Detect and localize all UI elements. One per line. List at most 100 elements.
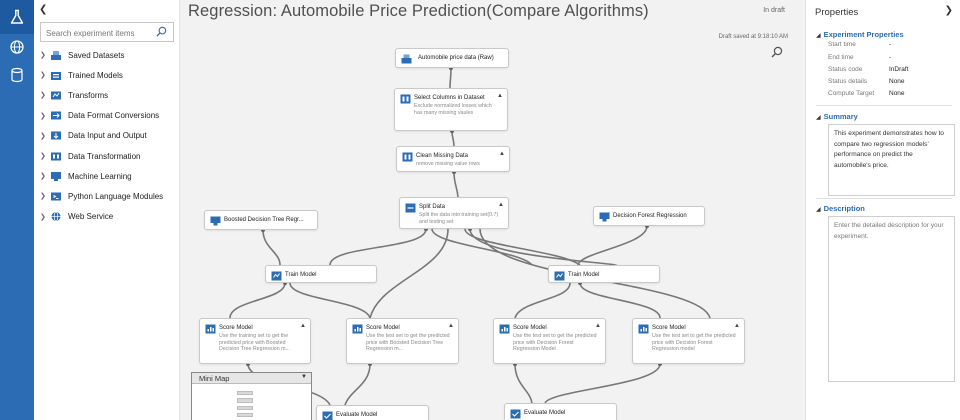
collapse-caret-icon[interactable]: ▲ — [300, 323, 306, 329]
category-data-transformation[interactable]: ❯ Data Transformation — [34, 146, 180, 166]
mini-map[interactable]: Mini Map ▼ — [191, 372, 312, 420]
collapse-caret-icon[interactable]: ▲ — [595, 323, 601, 329]
property-value: - — [889, 41, 892, 48]
properties-panel: Properties ❯ ◢Experiment Properties Star… — [805, 0, 960, 420]
node-title: Split Data — [419, 204, 446, 210]
category-saved-datasets[interactable]: ❯ Saved Datasets — [34, 45, 180, 65]
module-icon — [271, 271, 282, 281]
format-conversion-icon — [51, 111, 61, 120]
module-icon — [400, 94, 411, 104]
collapse-caret-icon[interactable]: ▲ — [499, 151, 505, 157]
machine-learning-icon — [210, 216, 221, 226]
collapse-caret-icon[interactable]: ▲ — [734, 323, 740, 329]
web-services-nav-button[interactable] — [0, 30, 34, 64]
category-label: Trained Models — [68, 70, 123, 80]
collapse-palette-icon[interactable]: ❮ — [39, 4, 48, 15]
mini-map-node — [237, 398, 253, 403]
node-decision-forest[interactable]: Decision Forest Regression — [593, 206, 705, 226]
search-icon[interactable] — [156, 26, 167, 37]
chevron-right-icon: ❯ — [40, 92, 46, 100]
node-score-model-1[interactable]: Score Model Use the training set to get … — [199, 318, 311, 364]
chevron-right-icon: ❯ — [40, 132, 46, 140]
node-split-data[interactable]: Split Data Split the data into training … — [399, 197, 509, 229]
data-transformation-icon — [51, 152, 61, 161]
node-evaluate-model-1[interactable]: Evaluate Model — [316, 405, 429, 420]
node-title: Automobile price data (Raw) — [418, 55, 494, 61]
property-row: Start time - — [828, 41, 958, 53]
module-icon — [402, 152, 413, 162]
property-row: Status code InDraft — [828, 66, 958, 78]
node-title: Evaluate Model — [336, 412, 378, 418]
description-textbox[interactable]: Enter the detailed description for your … — [828, 216, 955, 382]
summary-textbox[interactable]: This experiment demonstrates how to comp… — [828, 124, 955, 196]
chevron-right-icon: ❯ — [40, 153, 46, 161]
category-web-service[interactable]: ❯ Web Service — [34, 207, 180, 227]
node-score-model-4[interactable]: Score Model Use the test set to get the … — [632, 318, 745, 364]
chevron-right-icon: ❯ — [40, 112, 46, 120]
node-select-columns[interactable]: Select Columns in Dataset Exclude normal… — [394, 88, 508, 131]
category-trained-models[interactable]: ❯ Trained Models — [34, 65, 180, 85]
category-transforms[interactable]: ❯ Transforms — [34, 85, 180, 105]
mini-map-node — [237, 413, 253, 417]
mini-map-header: Mini Map — [192, 373, 311, 384]
module-icon — [638, 324, 649, 334]
experiments-nav-button[interactable] — [0, 0, 34, 34]
category-data-input-output[interactable]: ❯ Data Input and Output — [34, 126, 180, 146]
category-data-format-conversions[interactable]: ❯ Data Format Conversions — [34, 106, 180, 126]
node-title: Score Model — [513, 325, 547, 331]
collapse-caret-icon[interactable]: ▲ — [498, 202, 504, 208]
node-train-model-2[interactable]: Train Model — [548, 265, 660, 283]
divider — [816, 105, 952, 106]
category-machine-learning[interactable]: ❯ Machine Learning — [34, 166, 180, 186]
triangle-down-icon: ◢ — [816, 115, 821, 121]
chevron-right-icon: ❯ — [40, 213, 46, 221]
description-header[interactable]: ◢Description — [816, 204, 865, 213]
collapse-caret-icon[interactable]: ▲ — [497, 93, 503, 99]
dataset-icon — [401, 54, 412, 64]
collapse-caret-icon[interactable]: ▲ — [448, 323, 454, 329]
module-icon — [352, 324, 363, 334]
collapse-properties-icon[interactable]: ❯ — [944, 5, 953, 16]
node-score-model-2[interactable]: Score Model Use the test set to get the … — [346, 318, 459, 364]
property-key: Compute Target — [828, 90, 875, 97]
category-python-language-modules[interactable]: ❯ Python Language Modules — [34, 186, 180, 206]
summary-header[interactable]: ◢Summary — [816, 112, 858, 121]
chevron-right-icon: ❯ — [40, 72, 46, 80]
node-train-model-1[interactable]: Train Model — [265, 265, 377, 283]
node-evaluate-model-2[interactable]: Evaluate Model — [504, 403, 617, 420]
property-key: Status details — [828, 78, 868, 85]
node-title: Clean Missing Data — [416, 153, 469, 159]
chevron-right-icon: ❯ — [40, 52, 46, 60]
zoom-icon[interactable] — [771, 46, 783, 58]
module-icon — [554, 271, 565, 281]
module-icon — [322, 411, 333, 420]
node-score-model-3[interactable]: Score Model Use the test set to get the … — [493, 318, 606, 364]
palette-search — [40, 22, 174, 43]
left-rail — [0, 0, 34, 420]
mini-map-node — [237, 391, 253, 395]
category-label: Python Language Modules — [68, 191, 164, 201]
section-label: Summary — [823, 112, 858, 121]
category-label: Data Format Conversions — [68, 111, 160, 121]
node-title: Train Model — [285, 272, 317, 278]
node-title: Decision Forest Regression — [613, 213, 687, 219]
search-input[interactable] — [41, 24, 151, 43]
trained-models-icon — [51, 71, 61, 80]
experiment-title[interactable]: Regression: Automobile Price Prediction(… — [188, 2, 649, 20]
datasets-icon — [51, 50, 61, 60]
category-label: Machine Learning — [68, 171, 132, 181]
globe-icon — [51, 211, 61, 222]
collapse-caret-icon[interactable]: ▼ — [301, 374, 307, 380]
node-boosted-decision-tree[interactable]: Boosted Decision Tree Regr... — [204, 210, 318, 230]
chevron-right-icon: ❯ — [40, 193, 46, 201]
triangle-down-icon: ◢ — [816, 207, 821, 213]
module-icon — [499, 324, 510, 334]
datasets-nav-button[interactable] — [0, 58, 34, 92]
chevron-right-icon: ❯ — [40, 173, 46, 181]
section-label: Experiment Properties — [823, 30, 904, 39]
node-clean-missing-data[interactable]: Clean Missing Data remove missing value … — [396, 146, 510, 172]
experiment-properties-header[interactable]: ◢Experiment Properties — [816, 30, 904, 39]
node-automobile-price-data[interactable]: Automobile price data (Raw) — [395, 48, 509, 68]
experiment-canvas[interactable]: Regression: Automobile Price Prediction(… — [180, 0, 805, 420]
property-row: Compute Target None — [828, 90, 958, 102]
